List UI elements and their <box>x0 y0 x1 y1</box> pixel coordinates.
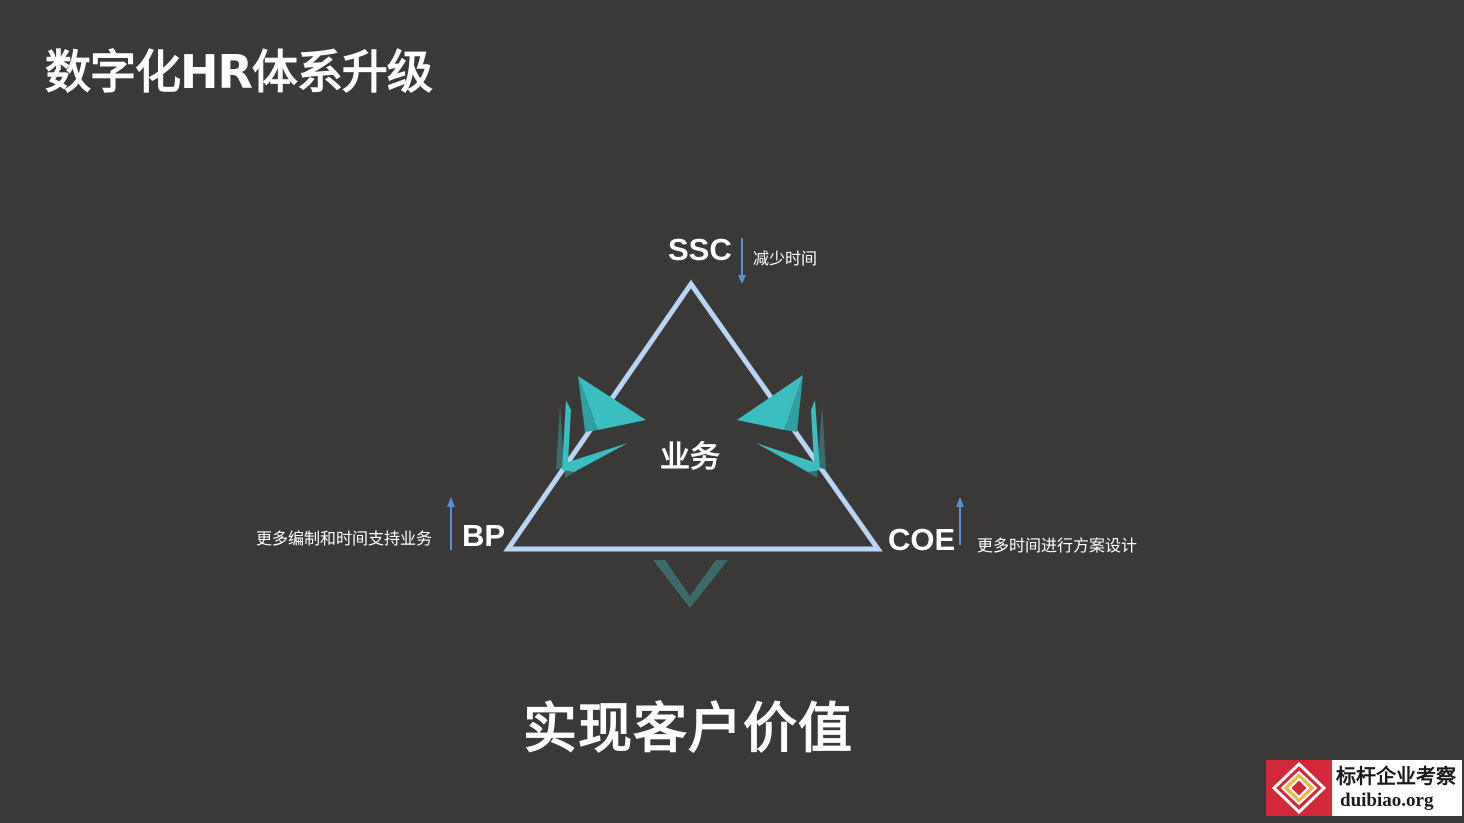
watermark-line2: duibiao.org <box>1340 790 1434 811</box>
right-arrowhead-edge <box>784 375 803 432</box>
coe-note: 更多时间进行方案设计 <box>977 536 1138 555</box>
ssc-down-arrow-head <box>738 275 746 284</box>
slide-title: 数字化HR体系升级 <box>45 45 433 99</box>
bottom-caption: 实现客户价值 <box>523 697 853 760</box>
coe-label: COE <box>888 522 956 557</box>
bottom-chevron-shadow <box>653 560 728 608</box>
right-arrowhead <box>737 375 803 430</box>
center-label-business: 业务 <box>660 440 720 475</box>
left-arrowhead <box>578 376 646 430</box>
bp-up-arrow-head <box>447 497 455 507</box>
ssc-note: 减少时间 <box>753 249 818 268</box>
watermark-line1: 标杆企业考察 <box>1336 764 1456 788</box>
bp-note: 更多编制和时间支持业务 <box>256 529 433 548</box>
left-arrowhead-edge <box>578 376 598 432</box>
watermark-text: 标杆企业考察 duibiao.org <box>1332 763 1456 813</box>
left-chevron-stripe <box>562 400 628 472</box>
coe-up-arrow-head <box>956 497 964 507</box>
bp-label: BP <box>462 518 506 553</box>
watermark: 标杆企业考察 duibiao.org <box>1266 760 1462 816</box>
ssc-label: SSC <box>668 232 732 267</box>
right-chevron-stripe <box>756 400 820 472</box>
watermark-logo-icon <box>1266 760 1332 816</box>
